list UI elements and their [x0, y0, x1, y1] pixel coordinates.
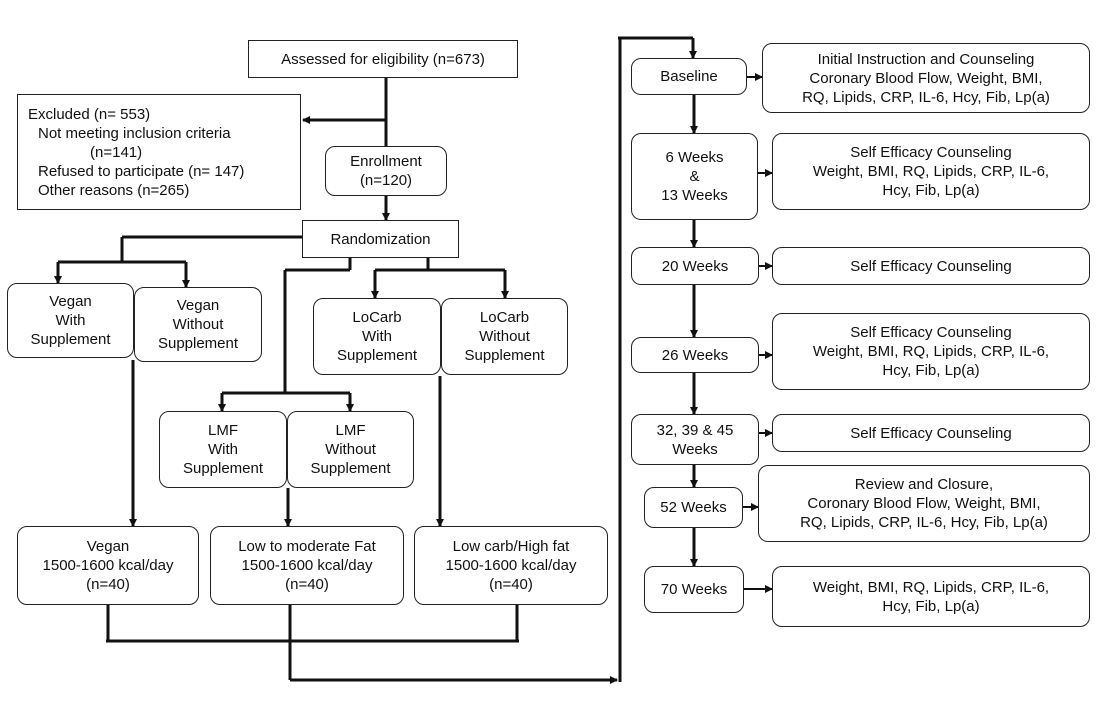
timepoint-32-39-45-weeks: 32, 39 & 45 Weeks [631, 414, 759, 465]
arm-line: With [208, 441, 238, 458]
timepoint-baseline: Baseline [631, 58, 747, 95]
arm-line: Supplement [310, 460, 391, 477]
arm-line: LMF [208, 422, 238, 439]
activity-line: RQ, Lipids, CRP, IL-6, Hcy, Fib, Lp(a) [800, 514, 1048, 531]
activity-line: Hcy, Fib, Lp(a) [882, 182, 980, 199]
diet-line: (n=40) [285, 576, 329, 593]
lmf-diet-box: Low to moderate Fat 1500-1600 kcal/day (… [210, 526, 404, 605]
activity-line: Coronary Blood Flow, Weight, BMI, [809, 69, 1043, 87]
timepoint-label: 52 Weeks [660, 499, 727, 516]
activity-26-weeks: Self Efficacy Counseling Weight, BMI, RQ… [772, 313, 1090, 390]
enrollment-box: Enrollment (n=120) [325, 146, 447, 196]
activity-line: Initial Instruction and Counseling [817, 50, 1035, 68]
arm-line: Without [325, 441, 376, 458]
diet-line: Low to moderate Fat [238, 538, 376, 555]
timepoint-70-weeks: 70 Weeks [644, 566, 744, 613]
activity-6-13-weeks: Self Efficacy Counseling Weight, BMI, RQ… [772, 133, 1090, 210]
arm-line: Supplement [30, 331, 111, 348]
arm-line: Without [479, 328, 530, 345]
arm-line: Supplement [336, 347, 418, 364]
timepoint-52-weeks: 52 Weeks [644, 487, 743, 528]
excluded-not-meeting: Not meeting inclusion criteria [38, 124, 231, 142]
diet-line: (n=40) [86, 576, 130, 593]
diet-line: 1500-1600 kcal/day [445, 557, 577, 574]
activity-line: Hcy, Fib, Lp(a) [882, 362, 980, 379]
activity-20-weeks: Self Efficacy Counseling [772, 247, 1090, 285]
assessed-text: Assessed for eligibility (n=673) [281, 50, 485, 68]
diet-line: Vegan [86, 538, 130, 555]
timepoint-label: 20 Weeks [661, 257, 729, 275]
timepoint-label: 70 Weeks [660, 581, 728, 598]
activity-line: Self Efficacy Counseling [850, 424, 1012, 442]
excluded-refused: Refused to participate (n= 147) [38, 162, 245, 180]
arm-line: LMF [335, 422, 366, 439]
randomization-label: Randomization [330, 230, 431, 248]
vegan-with-supplement-box: Vegan With Supplement [7, 283, 134, 358]
arm-line: With [362, 328, 392, 345]
excluded-not-meeting-count: (n=141) [90, 143, 143, 161]
arm-line: Supplement [464, 347, 545, 364]
arm-line: Supplement [182, 460, 264, 477]
enrollment-label: Enrollment [350, 153, 422, 170]
timepoint-label: 26 Weeks [661, 346, 729, 364]
activity-line: Weight, BMI, RQ, Lipids, CRP, IL-6, [812, 343, 1050, 360]
activity-line: Hcy, Fib, Lp(a) [882, 597, 980, 615]
arm-line: Supplement [157, 335, 239, 352]
activity-line: Review and Closure, [854, 476, 994, 493]
diet-line: 1500-1600 kcal/day [241, 557, 373, 574]
locarb-without-supplement-box: LoCarb Without Supplement [441, 298, 568, 375]
activity-line: Self Efficacy Counseling [850, 144, 1012, 161]
lmf-without-supplement-box: LMF Without Supplement [287, 411, 414, 488]
enrollment-count: (n=120) [359, 172, 413, 189]
activity-line: Self Efficacy Counseling [850, 324, 1012, 341]
arm-line: Vegan [49, 293, 92, 310]
arm-line: Vegan [176, 297, 220, 314]
timepoint-label: Weeks [672, 440, 718, 458]
timepoint-label: 6 Weeks [665, 149, 724, 166]
activity-52-weeks: Review and Closure, Coronary Blood Flow,… [758, 465, 1090, 542]
arm-line: With [55, 312, 86, 329]
diet-line: Low carb/High fat [452, 538, 570, 555]
assessed-box: Assessed for eligibility (n=673) [248, 40, 518, 78]
lowcarb-diet-box: Low carb/High fat 1500-1600 kcal/day (n=… [414, 526, 608, 605]
timepoint-label: & [689, 168, 700, 185]
excluded-other: Other reasons (n=265) [38, 181, 190, 199]
activity-70-weeks: Weight, BMI, RQ, Lipids, CRP, IL-6, Hcy,… [772, 566, 1090, 627]
activity-line: Weight, BMI, RQ, Lipids, CRP, IL-6, [812, 163, 1050, 180]
diet-line: (n=40) [489, 576, 533, 593]
activity-baseline: Initial Instruction and Counseling Coron… [762, 43, 1090, 113]
vegan-without-supplement-box: Vegan Without Supplement [134, 287, 262, 362]
excluded-box: Excluded (n= 553) Not meeting inclusion … [17, 94, 301, 210]
timepoint-20-weeks: 20 Weeks [631, 247, 759, 285]
arm-line: Without [172, 316, 224, 333]
timepoint-26-weeks: 26 Weeks [631, 337, 759, 373]
timepoint-label: 13 Weeks [661, 187, 728, 204]
activity-32-39-45-weeks: Self Efficacy Counseling [772, 414, 1090, 452]
arm-line: LoCarb [352, 309, 402, 326]
timepoint-label: 32, 39 & 45 [656, 421, 734, 439]
arm-line: LoCarb [479, 309, 530, 326]
activity-line: RQ, Lipids, CRP, IL-6, Hcy, Fib, Lp(a) [802, 88, 1050, 106]
locarb-with-supplement-box: LoCarb With Supplement [313, 298, 441, 375]
excluded-title: Excluded (n= 553) [28, 105, 151, 123]
activity-line: Self Efficacy Counseling [850, 257, 1012, 275]
timepoint-label: Baseline [660, 68, 718, 85]
randomization-box: Randomization [302, 220, 459, 258]
vegan-diet-box: Vegan 1500-1600 kcal/day (n=40) [17, 526, 199, 605]
lmf-with-supplement-box: LMF With Supplement [159, 411, 287, 488]
diet-line: 1500-1600 kcal/day [42, 557, 174, 574]
activity-line: Weight, BMI, RQ, Lipids, CRP, IL-6, [812, 578, 1050, 596]
timepoint-6-13-weeks: 6 Weeks & 13 Weeks [631, 133, 758, 220]
activity-line: Coronary Blood Flow, Weight, BMI, [807, 495, 1041, 512]
